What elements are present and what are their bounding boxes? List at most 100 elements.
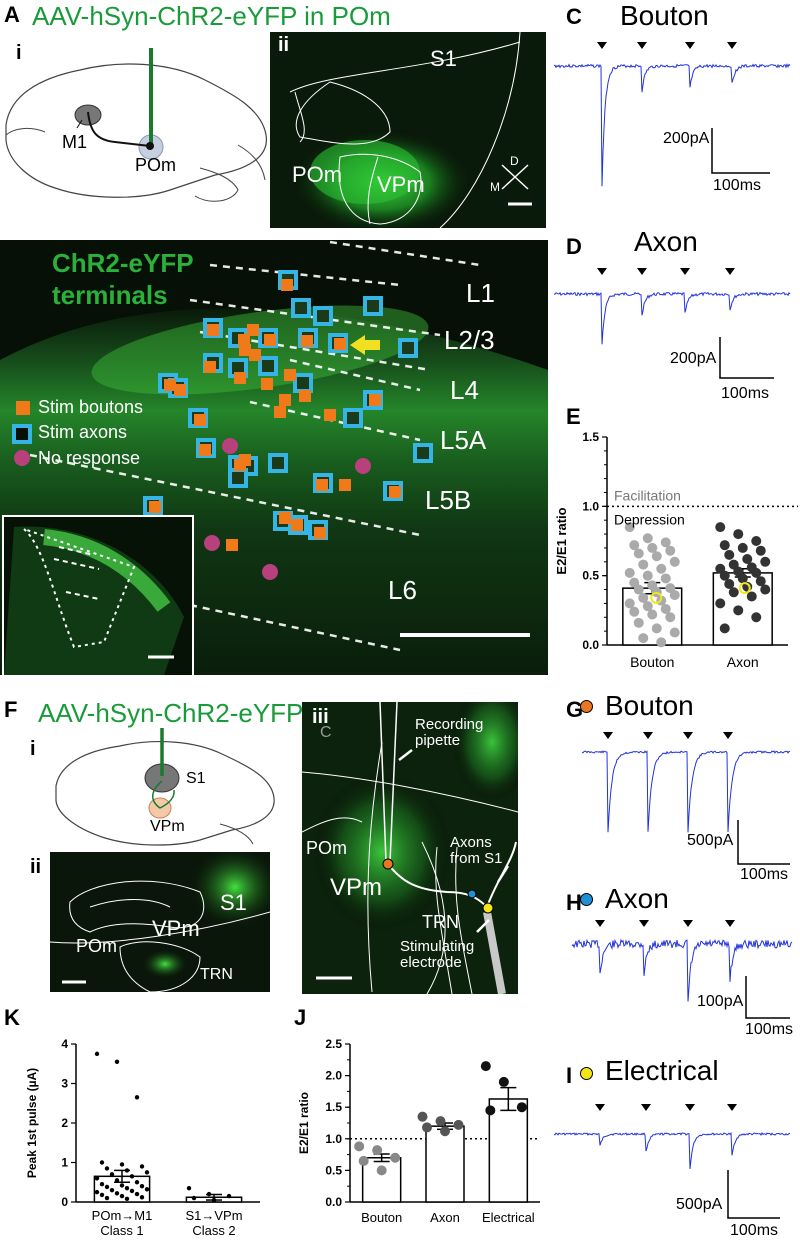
stim-bouton-marker xyxy=(261,378,273,390)
panel-label-e: E xyxy=(566,404,581,429)
trace-i-scale-x: 100ms xyxy=(730,1222,779,1239)
y-tick-label: 2.0 xyxy=(325,1069,342,1083)
legend-stim-boutons: Stim boutons xyxy=(38,397,144,417)
panel-label-a: A xyxy=(4,2,20,27)
depression-label: Depression xyxy=(614,511,685,527)
data-point xyxy=(124,1185,130,1191)
data-point xyxy=(724,578,735,589)
data-point xyxy=(719,570,730,581)
x-tick-label: Class 1 xyxy=(100,1223,143,1238)
stim-bouton-marker xyxy=(324,409,336,421)
layer-l1: L1 xyxy=(466,278,495,308)
data-point xyxy=(129,1174,135,1179)
y-tick-label: 1.5 xyxy=(582,430,599,444)
micro-iii-recording-2: pipette xyxy=(415,732,461,749)
panel-a-title: AAV-hSyn-ChR2-eYFP in POm xyxy=(32,1,391,31)
data-point xyxy=(516,1102,527,1113)
label-s1-f: S1 xyxy=(186,770,206,787)
label-m1: M1 xyxy=(62,132,88,152)
trace-c xyxy=(553,42,791,187)
stim-bouton-marker xyxy=(279,512,291,524)
data-point xyxy=(656,637,667,648)
stim-arrow-icon xyxy=(727,42,737,49)
data-point xyxy=(728,587,739,598)
highlight-point xyxy=(650,591,663,604)
micro-a-m: M xyxy=(490,180,500,194)
micro-f-pom: POm xyxy=(76,936,118,956)
panel-a-sub-i: i xyxy=(16,42,22,64)
data-point xyxy=(134,1180,140,1185)
data-point xyxy=(422,1122,432,1133)
trace-c-title: Bouton xyxy=(620,0,709,31)
stim-bouton-marker xyxy=(234,372,246,384)
data-point xyxy=(633,548,644,559)
data-point xyxy=(638,633,649,644)
trace-g-title: Bouton xyxy=(605,690,694,721)
trace-g xyxy=(581,732,791,865)
stim-bouton-marker xyxy=(339,479,351,491)
no-response-marker xyxy=(262,564,278,580)
stim-arrow-icon xyxy=(597,268,607,275)
stim-axon-inner xyxy=(317,310,329,322)
stim-arrow-icon xyxy=(637,268,647,275)
stim-bouton-marker xyxy=(238,334,250,346)
data-point xyxy=(206,1191,212,1197)
micrograph-a-ii: ii S1 POm VPm D M xyxy=(270,32,546,228)
y-tick-label: 2.5 xyxy=(325,1037,342,1051)
stim-arrow-icon xyxy=(643,732,653,739)
data-point xyxy=(669,627,680,638)
no-response-marker xyxy=(204,535,220,551)
data-point xyxy=(144,1170,150,1175)
data-point xyxy=(638,559,649,570)
stim-bouton-marker xyxy=(284,369,296,381)
data-point xyxy=(760,556,771,567)
y-axis-label: E2/E1 ratio xyxy=(297,1092,311,1154)
brain-schematic-f xyxy=(55,728,275,846)
stim-axon-inner xyxy=(347,412,359,424)
data-point xyxy=(94,1051,100,1057)
data-point xyxy=(372,1145,383,1156)
trace-d xyxy=(553,268,791,379)
data-point xyxy=(633,584,644,595)
bar xyxy=(361,1157,402,1203)
data-point xyxy=(737,573,748,584)
stim-arrow-icon xyxy=(680,268,690,275)
y-tick-label: 1.0 xyxy=(325,1132,342,1146)
stim-axon-inner xyxy=(295,302,307,314)
stim-bouton-marker xyxy=(281,279,293,291)
trace-g-scale-x: 100ms xyxy=(740,866,789,883)
facilitation-label: Facilitation xyxy=(614,487,681,503)
data-point xyxy=(665,545,676,556)
micro-f-vpm: VPm xyxy=(152,916,200,941)
x-tick-label: Bouton xyxy=(630,654,674,670)
data-point xyxy=(624,522,635,533)
stim-arrow-icon xyxy=(597,42,607,49)
stim-bouton-marker xyxy=(194,414,206,426)
panel-label-i: I xyxy=(566,1063,573,1088)
dot-g xyxy=(580,700,593,713)
data-point xyxy=(642,601,653,612)
stim-bouton-marker xyxy=(164,379,176,391)
stim-markers xyxy=(143,270,433,580)
stim-bouton-marker xyxy=(291,519,303,531)
y-tick-label: 1 xyxy=(61,1156,68,1170)
terminals-line2: terminals xyxy=(52,280,168,310)
data-point xyxy=(733,605,744,616)
layer-l23: L2/3 xyxy=(444,325,495,355)
panel-f-sub-i: i xyxy=(30,738,36,760)
legend-no-response: No response xyxy=(38,448,141,468)
data-point xyxy=(656,563,667,574)
data-point xyxy=(191,1195,197,1201)
data-point xyxy=(485,1105,496,1116)
inset-micrograph xyxy=(2,515,194,675)
stim-axon-inner xyxy=(232,472,244,484)
stim-bouton-marker xyxy=(226,539,238,551)
data-point xyxy=(139,1184,145,1189)
micro-a-pom: POm xyxy=(292,162,343,187)
micro-iii-stim-2: electrode xyxy=(400,954,462,971)
panel-label-d: D xyxy=(566,234,582,259)
data-point xyxy=(669,590,680,601)
data-point xyxy=(629,606,640,617)
data-point xyxy=(669,556,680,567)
data-point xyxy=(109,1187,115,1193)
